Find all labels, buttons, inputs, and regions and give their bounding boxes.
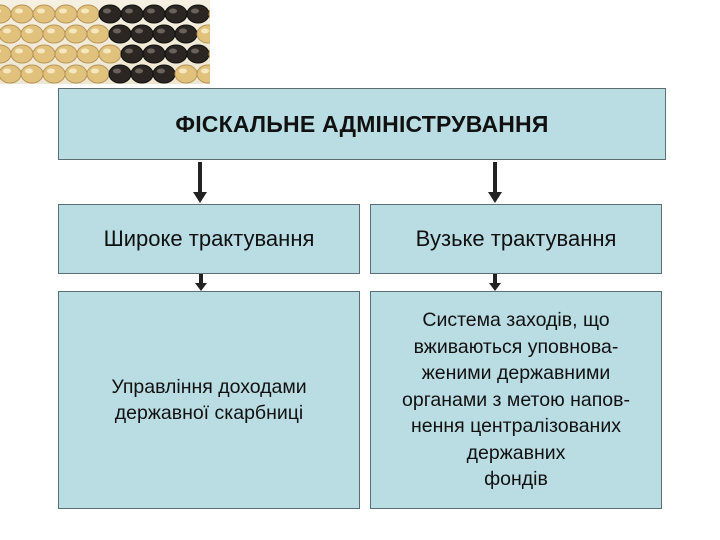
broad-definition-text: Управління доходами державної скарбниці xyxy=(111,376,307,424)
broad-definition-box: Управління доходами державної скарбниці xyxy=(58,291,360,509)
abacus-image xyxy=(0,0,210,84)
narrow-interpretation-box: Вузьке трактування xyxy=(370,204,662,274)
diagram-title: ФІСКАЛЬНЕ АДМІНІСТРУВАННЯ xyxy=(175,110,549,137)
arrow-down-icon xyxy=(192,162,208,204)
narrow-definition-text: Система заходів, що вживаються уповнова-… xyxy=(402,309,630,491)
arrow-down-icon xyxy=(487,274,503,292)
diagram-title-box: ФІСКАЛЬНЕ АДМІНІСТРУВАННЯ xyxy=(58,88,666,160)
narrow-definition-box: Система заходів, що вживаються уповнова-… xyxy=(370,291,662,509)
broad-interpretation-label: Широке трактування xyxy=(103,226,315,251)
arrow-down-icon xyxy=(193,274,209,292)
narrow-interpretation-label: Вузьке трактування xyxy=(415,226,617,251)
arrow-down-icon xyxy=(487,162,503,204)
broad-interpretation-box: Широке трактування xyxy=(58,204,360,274)
